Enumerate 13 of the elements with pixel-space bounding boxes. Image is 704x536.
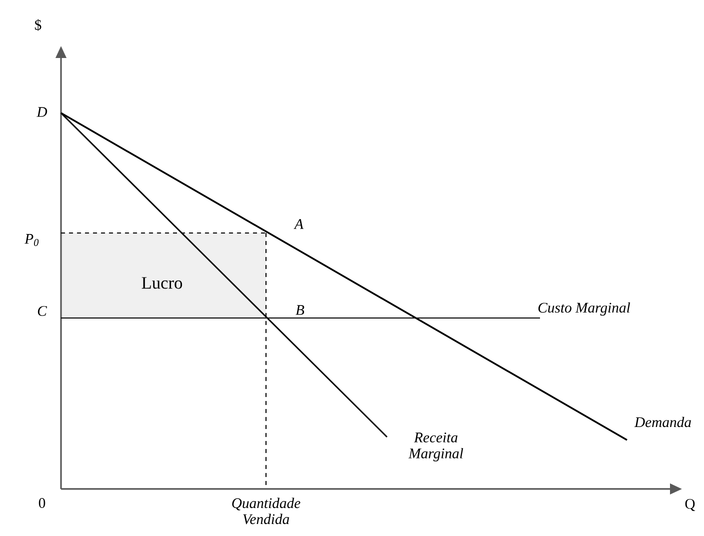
- axis-label: $: [34, 19, 42, 31]
- point-label: D: [36, 107, 48, 117]
- axis-label: 0: [38, 498, 46, 508]
- axis-label: P$_{0}$: [24, 234, 39, 246]
- curve-label: Demanda: [634, 416, 691, 428]
- curve-label: Custo Marginal: [538, 302, 630, 316]
- axis-label: Q: [685, 498, 696, 512]
- axis-label: C: [38, 306, 48, 316]
- curve-label: Receita Marginal: [408, 432, 464, 462]
- area-label: Lucro: [142, 277, 182, 289]
- point-label: A: [294, 219, 304, 229]
- point-label: B: [296, 305, 304, 315]
- axis-label: Quantidade Vendida: [232, 498, 300, 524]
